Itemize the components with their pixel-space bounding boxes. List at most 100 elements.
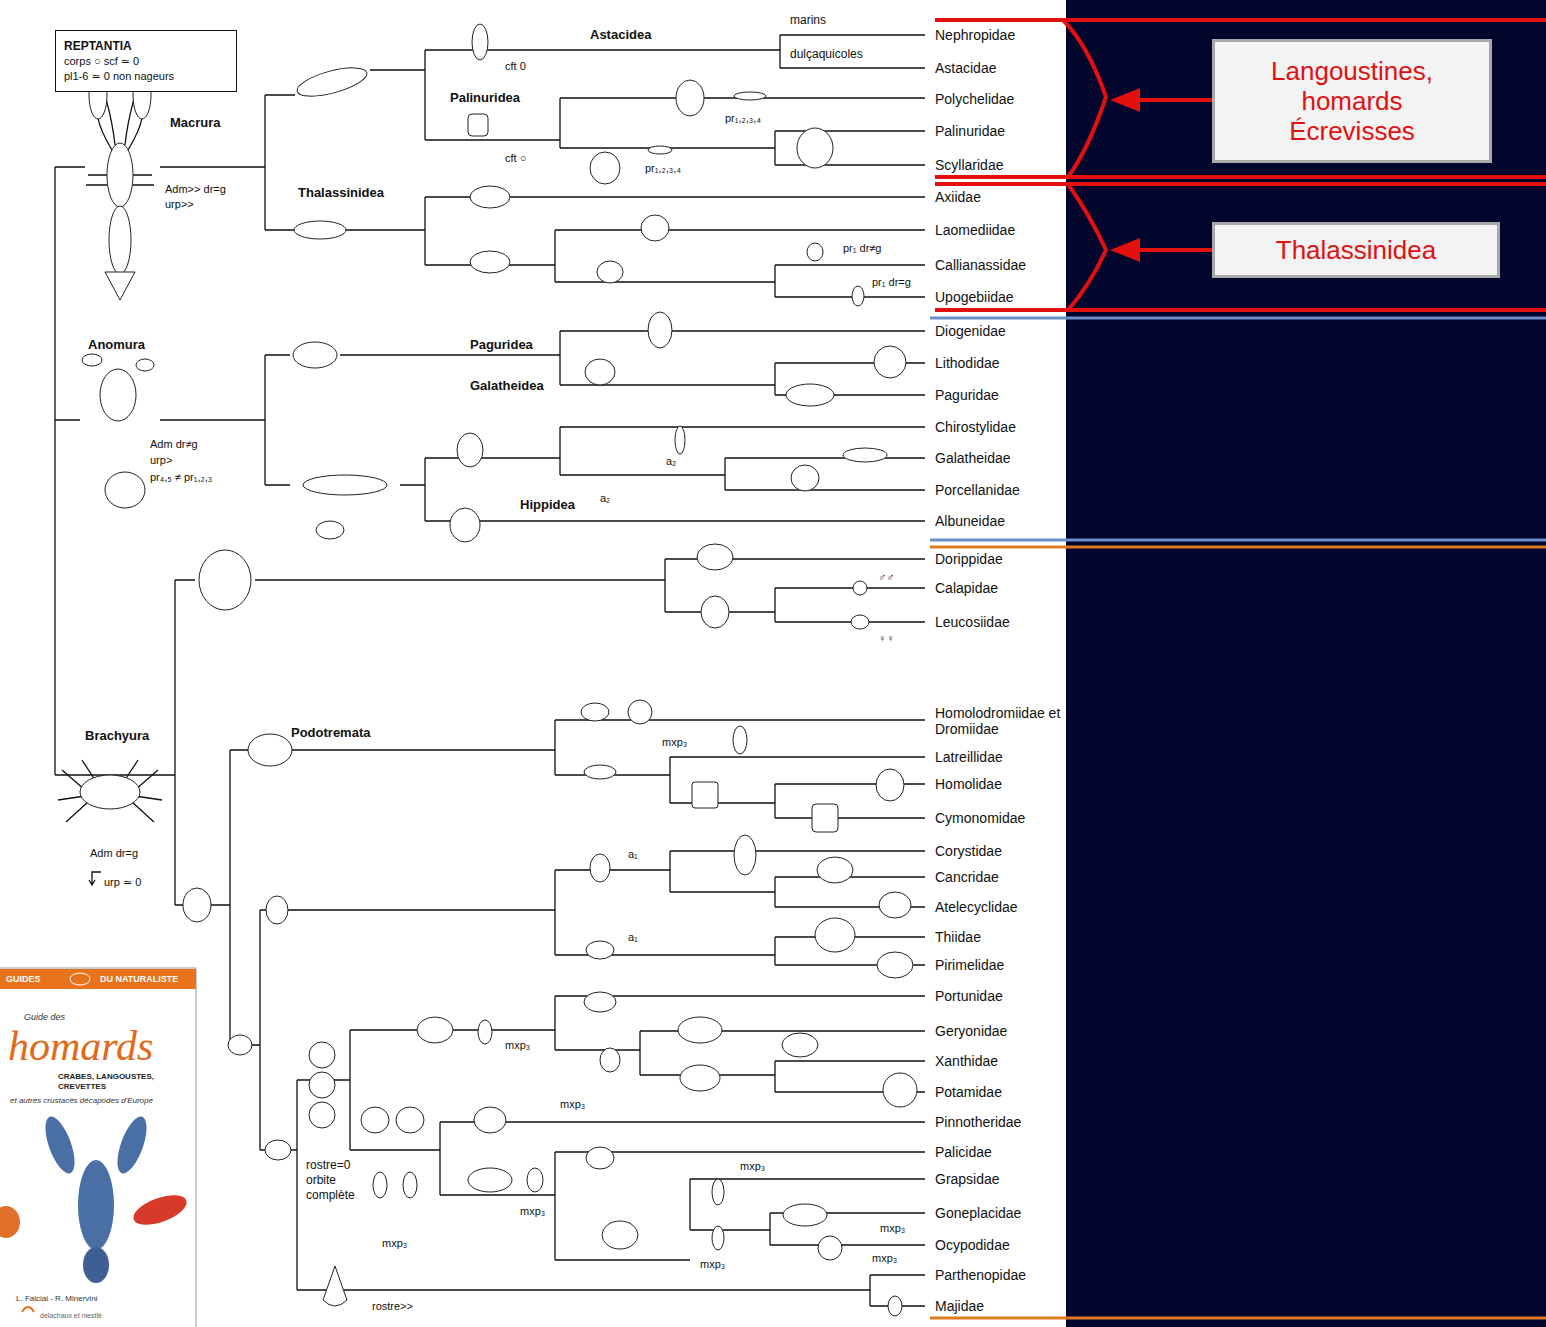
family-name: Nephropidae [935,27,1015,43]
drawing-part [701,596,729,628]
drawing-part [879,892,911,918]
callout-box: Langoustines, homards Écrevisses [1212,39,1492,163]
drawing-part [641,215,669,241]
drawing-part [734,835,756,875]
drawing-part [265,1140,291,1160]
drawing-part [0,968,196,1327]
family-name: Paguridae [935,387,999,403]
drawing-part [585,359,615,385]
drawing-part [851,615,869,629]
character-label: pr₄,₅ ≠ pr₁,₂,₃ [150,469,212,485]
character-label: Adm dr≠g [150,436,198,452]
drawing-part [0,969,196,989]
drawing-part [586,1147,614,1169]
drawing-part [474,1107,506,1133]
character-label: mxp₃ [880,1220,905,1236]
drawing-part [361,1107,389,1133]
clade-name: Podotremata [291,725,370,741]
family-name: Porcellanidae [935,482,1020,498]
cover-text: Guide des [24,1011,65,1023]
drawing-part [403,1172,417,1198]
definition-box: REPTANTIAcorps ○ scf ≃ 0pl1-6 ≃ 0 non na… [55,30,237,92]
crab-drawing [58,760,162,822]
group-note: dulçaquicoles [790,46,863,62]
drawing-part [303,475,387,495]
box-text: REPTANTIA [64,39,132,54]
drawing-part [680,1065,720,1091]
taxon-icons [183,24,917,1316]
family-name: Diogenidae [935,323,1006,339]
character-label: rostre>> [372,1298,413,1314]
drawing-part [527,1168,543,1192]
drawing-part [581,703,609,721]
drawing-part [105,472,145,508]
drawing-part [396,1107,424,1133]
drawing-part [468,114,488,136]
family-name: Corystidae [935,843,1002,859]
drawing-part [470,251,510,273]
character-label: pr₁,₂,₃,₄ [725,110,761,126]
character-label: mxp₃ [520,1203,545,1219]
drawing-part [935,308,1546,312]
character-label: a₁ [628,846,638,862]
clade-name: Macrura [170,115,221,131]
urp-symbol [89,872,101,885]
family-name: Polychelidae [935,91,1014,107]
family-name: Dorippidae [935,551,1003,567]
box-text: corps ○ scf ≃ 0 [64,54,139,69]
character-label: a₂ [666,453,676,469]
group-note: marins [790,12,826,28]
character-label: cft ○ [505,150,526,166]
family-name: Palicidae [935,1144,992,1160]
character-label: Adm dr=g [90,845,138,861]
drawing-part [472,24,488,60]
drawing-part [309,1102,335,1128]
drawing-part [470,186,510,208]
family-name: Majidae [935,1298,984,1314]
drawing-part [888,1296,902,1316]
drawing-part [733,726,747,754]
drawing-part [294,62,369,102]
drawing-part [22,1307,34,1312]
sex-symbol: ♀♀ [878,630,895,646]
family-name: Pirimelidae [935,957,1004,973]
drawing-part [853,581,867,595]
family-name: Grapsidae [935,1171,1000,1187]
family-name: Portunidae [935,988,1003,1004]
drawing-part [457,433,483,467]
drawing-part [136,359,154,371]
box-text: Langoustines, homards Écrevisses [1247,56,1457,146]
drawing-part [692,782,718,808]
drawing-part [82,354,102,366]
anomura-drawing [82,354,154,508]
drawing-part [130,1189,191,1231]
drawing-part [791,465,819,491]
drawing-part [843,448,887,462]
family-name: Xanthidae [935,1053,998,1069]
drawing-part [109,206,131,274]
drawing-part [782,1033,818,1057]
character-label: urp ≃ 0 [104,874,141,890]
family-name: Astacidae [935,60,996,76]
family-name: Scyllaridae [935,157,1003,173]
drawing-part [417,1017,453,1043]
drawing-part [309,1042,335,1068]
drawing-part [935,18,1546,22]
cover-text: et autres crustacés décapodes d'Europe [10,1096,153,1106]
drawing-part [877,952,913,978]
drawing-part [39,1113,80,1177]
box-text: Thalassinidea [1276,235,1436,265]
drawing-part [930,317,1546,320]
character-label: pr₁ dr≠g [843,240,881,256]
drawing-part [586,941,614,959]
clade-name: Anomura [88,337,145,353]
family-name: Axiidae [935,189,981,205]
drawing-part [58,760,162,822]
cover-text: CRABES, LANGOUSTES, CREVETTES [58,1072,178,1092]
drawing-part [815,918,855,952]
cover-text: delachaux et niestlé [40,1311,102,1320]
drawing-part [648,146,672,154]
drawing-part [590,854,610,882]
character-label: mxp₃ [382,1235,407,1251]
